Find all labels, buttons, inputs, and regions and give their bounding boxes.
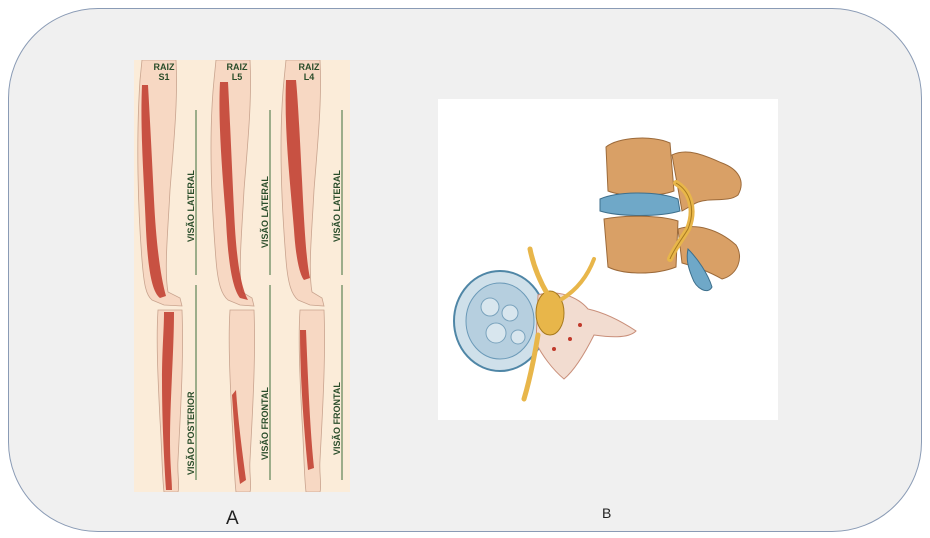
root-label-l4: RAIZ L4 (294, 62, 324, 82)
panel-a-caption: A (226, 508, 239, 530)
spine-illustration (438, 99, 778, 420)
view-label-s1-lower: VISÃO POSTERIOR (186, 391, 196, 475)
root-label-s1-line2: S1 (149, 72, 179, 82)
root-label-l5-line1: RAIZ (222, 62, 252, 72)
dermatome-panel: RAIZ S1 RAIZ L5 RAIZ L4 VISÃO LATERAL VI… (134, 60, 350, 492)
root-label-l4-line1: RAIZ (294, 62, 324, 72)
view-label-l4-upper: VISÃO LATERAL (332, 170, 342, 242)
spine-panel (438, 99, 778, 420)
view-label-l5-upper: VISÃO LATERAL (260, 176, 270, 248)
root-label-l4-line2: L4 (294, 72, 324, 82)
dermatome-illustration (134, 60, 350, 492)
view-label-l4-lower: VISÃO FRONTAL (332, 382, 342, 455)
root-label-s1: RAIZ S1 (149, 62, 179, 82)
root-label-s1-line1: RAIZ (149, 62, 179, 72)
root-label-l5-line2: L5 (222, 72, 252, 82)
view-label-s1-upper: VISÃO LATERAL (186, 170, 196, 242)
view-label-l5-lower: VISÃO FRONTAL (260, 387, 270, 460)
root-label-l5: RAIZ L5 (222, 62, 252, 82)
panel-b-caption: B (602, 505, 611, 521)
